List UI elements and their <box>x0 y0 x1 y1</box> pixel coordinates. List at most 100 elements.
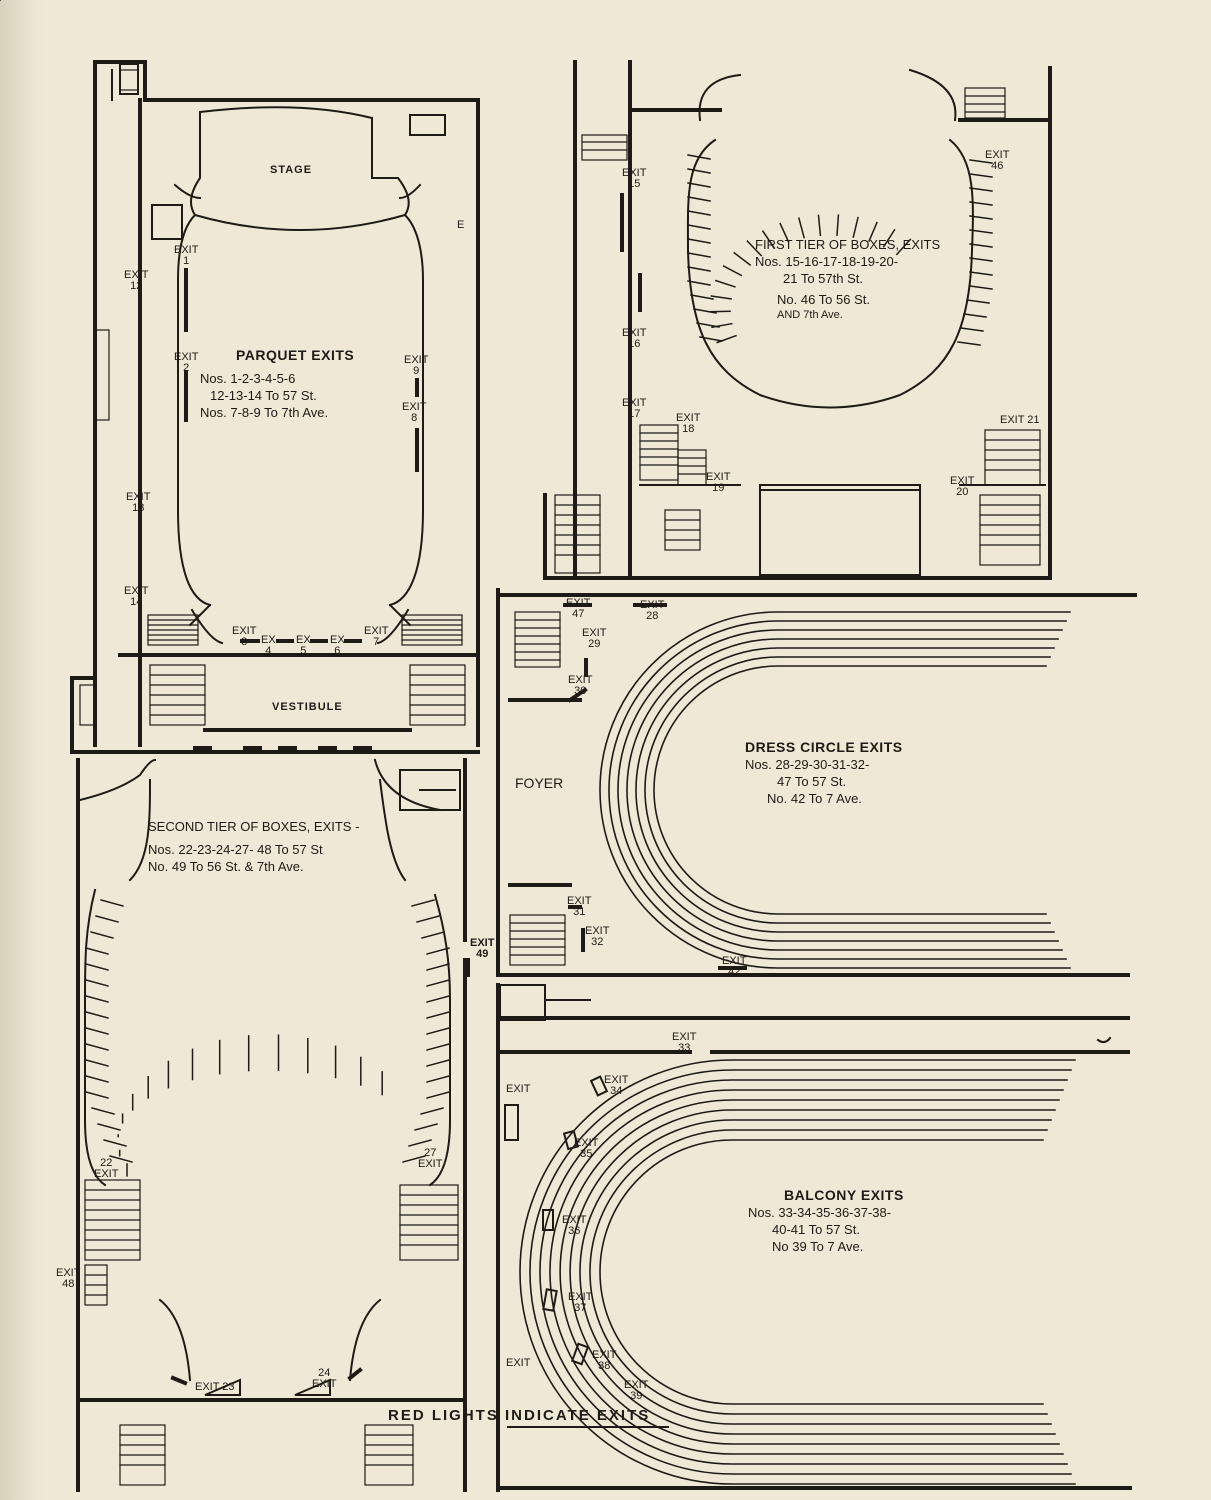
exit-number: 36 <box>568 1225 581 1237</box>
exit-word: EXIT <box>470 937 495 949</box>
exit-word: EXIT <box>126 491 151 503</box>
box-partition <box>687 196 711 202</box>
exit-number: 19 <box>712 482 725 494</box>
box-partition <box>85 947 109 955</box>
dress-circle-row-curve <box>608 620 1067 960</box>
exit-word: EX <box>261 634 276 646</box>
parquet-exits-note: Nos. 1-2-3-4-5-6 12-13-14 To 57 St. Nos.… <box>200 372 328 423</box>
exit-number: 18 <box>682 423 695 435</box>
exit-word: EXIT <box>506 1083 531 1095</box>
exit-word: EXIT <box>567 895 592 907</box>
exit-word: EXIT <box>672 1031 697 1043</box>
exit-word: EXIT <box>985 149 1010 161</box>
exit-number: 9 <box>413 365 420 377</box>
balcony-line-1: Nos. 33-34-35-36-37-38- <box>748 1205 892 1220</box>
balcony-row-curve <box>569 1109 1056 1435</box>
exit-number: 49 <box>476 948 489 960</box>
box-partition <box>97 1123 121 1131</box>
balcony-line-2: 40-41 To 57 St. <box>772 1222 860 1237</box>
exit-number: 1 <box>183 255 190 267</box>
exit-number: 28 <box>646 610 659 622</box>
balcony-row-curve <box>519 1059 1076 1485</box>
box-partition <box>797 217 806 239</box>
exit-word: EXIT <box>622 167 647 179</box>
box-partition <box>103 1139 127 1147</box>
exit-number: 7 <box>373 636 380 648</box>
box-partition <box>868 221 878 242</box>
vestibule-label: VESTIBULE <box>272 701 343 713</box>
exit-number: 37 <box>574 1302 587 1314</box>
exit-number: 29 <box>588 638 601 650</box>
exit-number: 12 <box>130 280 143 292</box>
exit-number: 2 <box>183 362 190 374</box>
balcony-row-curve <box>539 1079 1068 1465</box>
exit-word: EXIT <box>56 1267 81 1279</box>
exit-word: EXIT <box>174 351 199 363</box>
dress-circle-line-2: 47 To 57 St. <box>777 774 847 789</box>
exit-word: EXIT <box>402 401 427 413</box>
dress-circle-row-curve <box>635 647 1055 933</box>
exit-number: 34 <box>610 1085 623 1097</box>
dress-circle-line-3: No. 42 To 7 Ave. <box>767 791 862 806</box>
box-partition <box>85 979 109 987</box>
box-partition <box>969 229 993 234</box>
box-partition <box>687 266 711 272</box>
box-partition <box>426 995 450 1003</box>
box-partition <box>85 1027 109 1035</box>
box-partition <box>779 222 790 243</box>
box-partition <box>687 224 711 230</box>
box-partition <box>109 1155 133 1163</box>
exit-number: 31 <box>573 906 586 918</box>
exit-number: 32 <box>591 936 604 948</box>
box-partition <box>420 1107 444 1115</box>
second-tier-line-1: Nos. 22-23-24-27- 48 To 57 St <box>148 842 323 857</box>
box-partition <box>710 295 732 300</box>
balcony-title: BALCONY EXITS <box>784 1187 904 1203</box>
box-partition <box>882 228 896 248</box>
exit-word: EXIT <box>622 397 647 409</box>
exit-word: EXIT <box>364 625 389 637</box>
box-partition <box>95 915 119 923</box>
exit-number: 46 <box>991 160 1004 172</box>
box-partition <box>746 240 763 257</box>
balcony-row-curve <box>599 1139 1044 1405</box>
exit-21-label: EXIT 21 <box>1000 415 1040 426</box>
parquet-plan <box>70 60 480 754</box>
second-tier-title: SECOND TIER OF BOXES, EXITS - <box>148 819 360 834</box>
box-partition <box>690 294 714 300</box>
balcony-row-curve <box>589 1129 1048 1415</box>
box-partition <box>969 271 993 276</box>
exit-number: 24 <box>318 1367 331 1379</box>
balcony-row-curve <box>529 1069 1072 1475</box>
box-partition <box>85 1011 109 1019</box>
exit-word: EXIT <box>604 1074 629 1086</box>
exit-word: EXIT <box>562 1214 587 1226</box>
box-partition <box>85 1075 109 1083</box>
exit-word: EXIT 23 <box>195 1381 235 1393</box>
box-partition <box>687 280 711 286</box>
balcony-row-curve <box>549 1089 1064 1455</box>
box-partition <box>426 1043 450 1051</box>
exit-word: EXIT <box>566 597 591 609</box>
